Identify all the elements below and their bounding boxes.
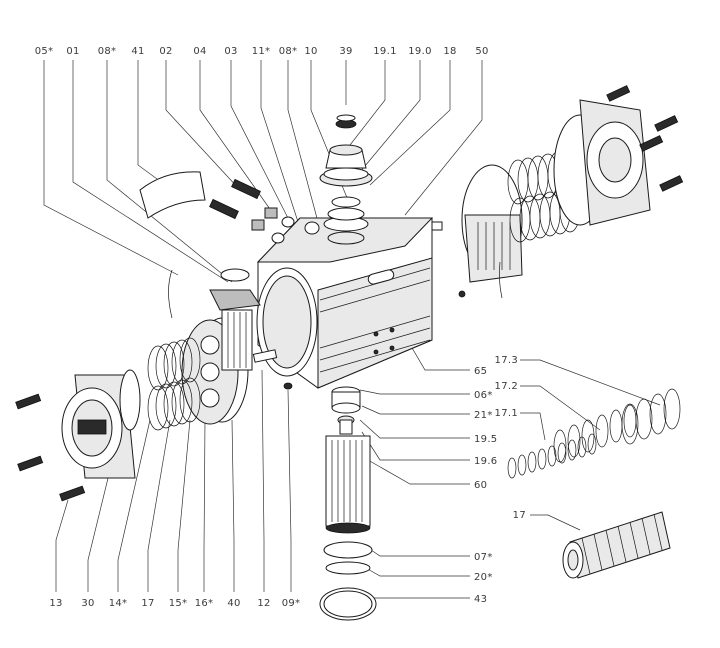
label-01: 01 [66, 46, 79, 57]
part-labels-bottom: 13 30 14* 17 15* 16* 40 12 09* [49, 598, 300, 609]
label-10: 10 [304, 46, 317, 57]
label-60: 60 [474, 480, 487, 491]
label-19-0: 19.0 [408, 46, 431, 57]
label-40: 40 [227, 598, 240, 609]
indicator-adapter [168, 268, 261, 319]
label-30: 30 [81, 598, 94, 609]
label-06: 06* [474, 390, 493, 401]
label-15: 15* [169, 598, 188, 609]
spring-set [507, 388, 681, 579]
label-65: 65 [474, 366, 487, 377]
label-19-6: 19.6 [474, 456, 497, 467]
label-17-bottom: 17 [141, 598, 154, 609]
label-08a: 08* [98, 46, 117, 57]
label-09: 09* [282, 598, 301, 609]
label-14: 14* [109, 598, 128, 609]
pinion-bottom-stack [319, 386, 377, 621]
label-20: 20* [474, 572, 493, 583]
spring-labels: 17.3 17.2 17.1 17 [495, 355, 526, 521]
label-07: 07* [474, 552, 493, 563]
label-13: 13 [49, 598, 62, 609]
label-08b: 08* [279, 46, 298, 57]
left-bolts [15, 393, 86, 502]
label-19-5: 19.5 [474, 434, 497, 445]
label-11: 11* [252, 46, 271, 57]
label-41: 41 [131, 46, 144, 57]
part-labels: 05* 01 08* 41 02 04 03 11* 08* 10 39 19.… [35, 46, 489, 57]
label-02: 02 [159, 46, 172, 57]
fasteners-top [139, 171, 320, 244]
label-50: 50 [475, 46, 488, 57]
label-21: 21* [474, 410, 493, 421]
leader-lines [43, 60, 661, 599]
label-17-2: 17.2 [495, 381, 518, 392]
label-03: 03 [224, 46, 237, 57]
label-17-1: 17.1 [495, 408, 518, 419]
label-04: 04 [193, 46, 206, 57]
label-17-3: 17.3 [495, 355, 518, 366]
left-end-cap [61, 369, 141, 479]
label-18: 18 [443, 46, 456, 57]
label-19-1: 19.1 [373, 46, 396, 57]
label-43: 43 [474, 594, 487, 605]
label-05: 05* [35, 46, 54, 57]
label-16: 16* [195, 598, 214, 609]
actuator-body [256, 217, 443, 389]
left-piston-assembly [147, 309, 293, 431]
label-12: 12 [257, 598, 270, 609]
label-39: 39 [339, 46, 352, 57]
right-end-cap [579, 85, 684, 226]
label-17-spring: 17 [513, 510, 526, 521]
part-labels-right: 65 06* 21* 19.5 19.6 60 07* 20* 43 [474, 366, 497, 605]
pinion-top-stack [319, 114, 373, 232]
